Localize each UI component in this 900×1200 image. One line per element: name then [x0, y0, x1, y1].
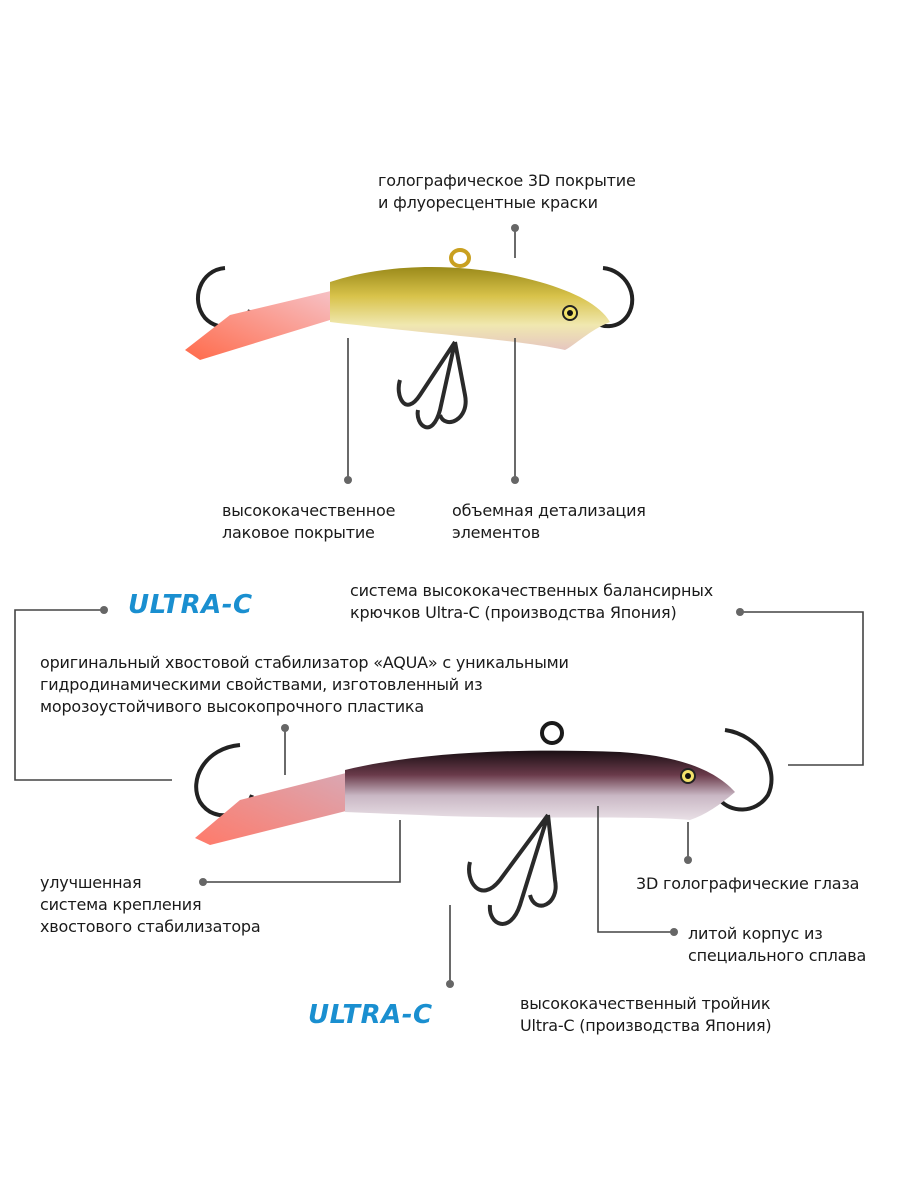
callout-dot — [511, 476, 519, 484]
bottom-lure-body — [345, 750, 735, 820]
callout-dot — [281, 724, 289, 732]
label-body: литой корпус из специального сплава — [688, 924, 867, 965]
label-mount: улучшенная система крепления хвостового … — [40, 873, 261, 936]
label-coating-3d: голографическое 3D покрытие и флуоресцен… — [378, 171, 636, 212]
bottom-treble-hook-icon — [467, 813, 558, 926]
callout-dot — [100, 606, 108, 614]
bottom-callout-lines — [14, 609, 864, 982]
top-lure — [185, 248, 635, 430]
top-lure-body — [330, 267, 610, 350]
label-eyes: 3D голографические глаза — [636, 874, 860, 893]
label-stabilizer: оригинальный хвостовой стабилизатор «AQU… — [40, 653, 569, 716]
top-callout-lines — [347, 228, 516, 478]
callout-dot — [684, 856, 692, 864]
bottom-right-hook-icon — [718, 728, 774, 812]
top-treble-hook-icon — [396, 340, 468, 430]
label-treble: высококачественный тройник Ultra-C (прои… — [520, 994, 772, 1035]
bottom-lure — [194, 721, 774, 926]
bottom-tail-stabilizer — [195, 772, 350, 845]
callout-dot — [511, 224, 519, 232]
callout-dot — [446, 980, 454, 988]
ultra-c-logo: ULTRA-C — [128, 590, 253, 620]
callout-dot — [199, 878, 207, 886]
top-line-eye-icon — [449, 248, 471, 268]
bottom-line-eye-icon — [540, 721, 564, 745]
top-tail-stabilizer — [185, 290, 335, 360]
label-hooks: система высококачественных балансирных к… — [350, 581, 713, 622]
callout-dot — [670, 928, 678, 936]
label-lacquer: высококачественное лаковое покрытие — [222, 501, 396, 542]
label-detail: объемная детализация элементов — [452, 501, 646, 542]
ultra-c-logo: ULTRA-C — [308, 1000, 433, 1030]
callout-dot — [344, 476, 352, 484]
callout-dot — [736, 608, 744, 616]
